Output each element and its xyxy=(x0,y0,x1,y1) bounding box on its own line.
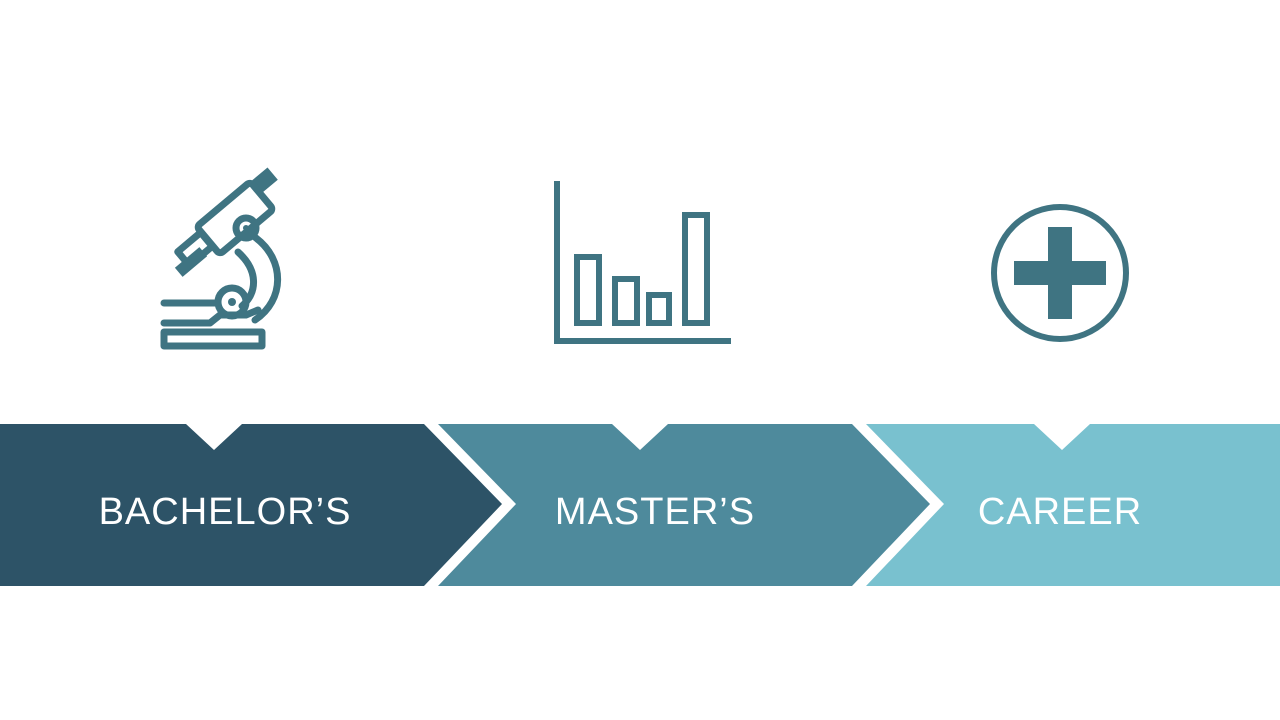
stage-label-masters: MASTER’S xyxy=(554,491,756,533)
stage-label-career: CAREER xyxy=(977,491,1143,533)
stage-label-bachelors: BACHELOR’S xyxy=(98,491,352,533)
medical-cross-icon xyxy=(991,204,1129,342)
bar-chart-icon xyxy=(554,181,731,344)
stage-masters-segment xyxy=(438,424,930,586)
stage-flow-bar xyxy=(0,424,1280,586)
stage-career-segment xyxy=(866,424,1280,586)
microscope-icon xyxy=(160,167,281,350)
stage-bachelors-segment xyxy=(0,424,502,586)
